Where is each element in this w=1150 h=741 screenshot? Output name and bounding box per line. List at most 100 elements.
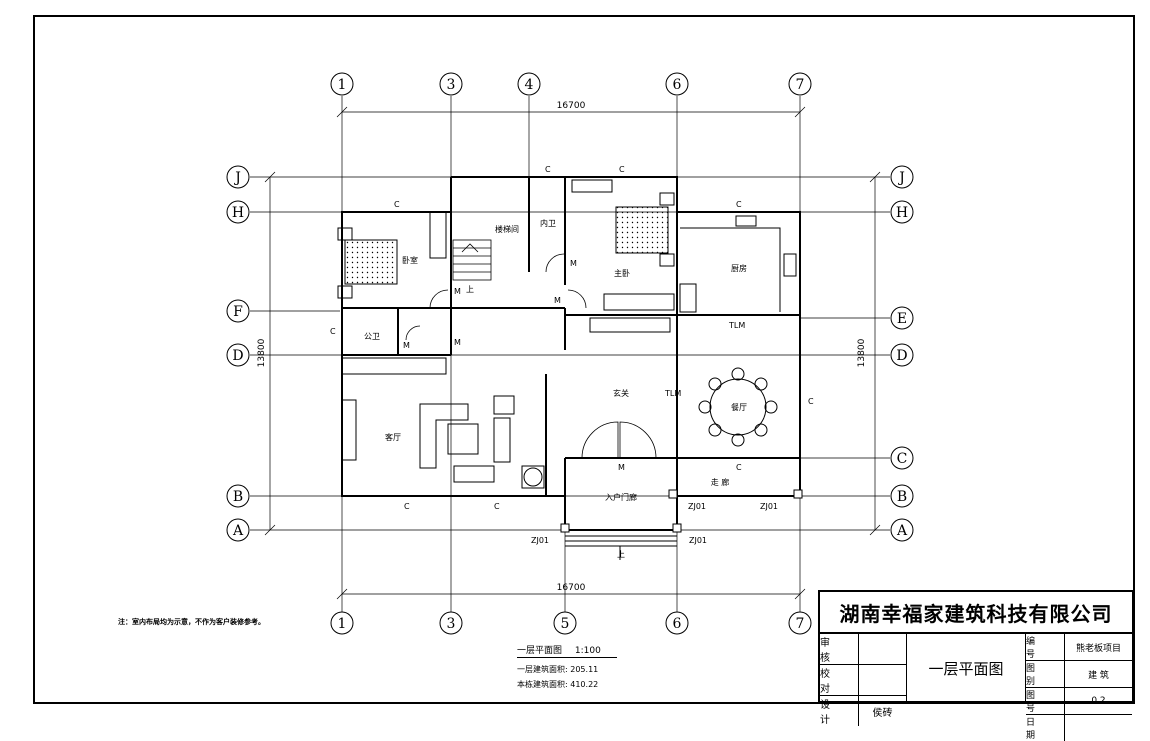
axis-left-A: A bbox=[232, 523, 244, 539]
axis-top-1-circle bbox=[330, 72, 354, 96]
axis-left-D: D bbox=[232, 348, 243, 364]
axis-bottom-5-circle bbox=[553, 611, 577, 635]
axis-top-7-circle bbox=[788, 72, 812, 96]
svg-text:M: M bbox=[403, 341, 410, 350]
marks: C C C C C C C C C M M M M M M TLM TLM ZJ… bbox=[330, 165, 814, 559]
axis-right-C-circle bbox=[890, 446, 914, 470]
axis-top-4: 4 bbox=[525, 77, 534, 93]
designer-name: 侯砖 bbox=[872, 707, 893, 719]
room-stairs: 楼梯间 bbox=[495, 224, 519, 234]
room-living: 客厅 bbox=[385, 432, 401, 442]
svg-text:C: C bbox=[394, 200, 400, 209]
room-entrance: 入户门廊 bbox=[605, 492, 637, 502]
room-bedroom: 卧室 bbox=[402, 255, 418, 265]
category-label: 图 别 bbox=[1026, 661, 1065, 687]
room-public-bath: 公卫 bbox=[364, 332, 380, 341]
caption-title: 一层平面图 bbox=[517, 646, 563, 656]
dim-left: 13800 bbox=[257, 338, 267, 367]
kitchen-counter bbox=[680, 227, 781, 312]
axis-left-D-circle bbox=[226, 343, 250, 367]
svg-text:C: C bbox=[619, 165, 625, 174]
area2-label: 本栋建筑面积: bbox=[517, 680, 568, 689]
svg-text:C: C bbox=[330, 327, 336, 336]
axis-right-D: D bbox=[896, 348, 907, 364]
axis-top-3: 3 bbox=[447, 77, 456, 93]
axis-right-H-circle bbox=[890, 200, 914, 224]
axis-left-J: J bbox=[233, 170, 241, 186]
wardrobe bbox=[429, 211, 447, 259]
svg-text:ZJ01: ZJ01 bbox=[531, 536, 549, 545]
svg-text:M: M bbox=[554, 296, 561, 305]
axis-bottom-3: 3 bbox=[447, 616, 456, 632]
area1-label: 一层建筑面积: bbox=[517, 665, 568, 674]
axis-top-3-circle bbox=[439, 72, 463, 96]
axis-left-J-circle bbox=[226, 165, 250, 189]
axis-right-D-circle bbox=[890, 343, 914, 367]
axis-left-A-circle bbox=[226, 518, 250, 542]
fridge bbox=[679, 283, 697, 313]
dim-bottom: 16700 bbox=[557, 583, 586, 593]
svg-text:C: C bbox=[494, 502, 500, 511]
axis-bottom-6: 6 bbox=[673, 616, 682, 632]
entrance-steps bbox=[565, 535, 677, 560]
plan-caption: 一层平面图 1:100 一层建筑面积: 205.11 本栋建筑面积: 410.2… bbox=[517, 643, 617, 690]
svg-text:ZJ01: ZJ01 bbox=[689, 536, 707, 545]
drawing-name: 一层平面图 bbox=[907, 634, 1026, 703]
svg-text:M: M bbox=[618, 463, 625, 472]
design-label: 设 计 bbox=[820, 696, 859, 726]
axis-top-7: 7 bbox=[796, 77, 805, 93]
axis-left-B: B bbox=[233, 489, 243, 505]
axis-right-E: E bbox=[897, 311, 907, 327]
room-master: 主卧 bbox=[614, 268, 630, 278]
svg-text:TLM: TLM bbox=[728, 321, 745, 330]
dim-right: 13800 bbox=[857, 338, 867, 367]
area2-value: 410.22 bbox=[570, 680, 599, 689]
company-name: 湖南幸福家建筑科技有限公司 bbox=[820, 592, 1132, 634]
svg-text:M: M bbox=[570, 259, 577, 268]
tv-unit bbox=[341, 399, 357, 461]
axis-bottom-7-circle bbox=[788, 611, 812, 635]
plan-note: 注：室内布局均为示意，不作为客户装修参考。 bbox=[118, 618, 265, 626]
kitchen-stove bbox=[783, 253, 797, 277]
room-corridor: 走 廊 bbox=[711, 477, 730, 487]
number-value: 熊老板项目 bbox=[1075, 643, 1121, 654]
svg-text:C: C bbox=[736, 200, 742, 209]
axis-bottom-6-circle bbox=[665, 611, 689, 635]
bed-master bbox=[571, 179, 675, 333]
svg-text:M: M bbox=[454, 287, 461, 296]
axis-right-A: A bbox=[896, 523, 908, 539]
room-foyer: 玄关 bbox=[613, 388, 629, 398]
doors bbox=[405, 253, 657, 459]
axis-top-6: 6 bbox=[673, 77, 682, 93]
axis-right-E-circle bbox=[890, 306, 914, 330]
axis-left-F-circle bbox=[226, 299, 250, 323]
axis-left-F: F bbox=[233, 304, 243, 320]
svg-text:TLM: TLM bbox=[664, 389, 681, 398]
walls bbox=[341, 176, 801, 531]
kitchen-sink bbox=[735, 215, 757, 227]
svg-text:ZJ01: ZJ01 bbox=[760, 502, 778, 511]
svg-text:C: C bbox=[404, 502, 410, 511]
room-dining: 餐厅 bbox=[731, 403, 747, 412]
drawing-frame bbox=[33, 15, 1135, 704]
cabinet bbox=[341, 357, 447, 375]
room-inner-bath: 内卫 bbox=[540, 218, 556, 228]
title-block: 湖南幸福家建筑科技有限公司 审 核 校 对 设 计侯砖 一层平面图 编 号熊老板… bbox=[818, 590, 1134, 741]
svg-text:上: 上 bbox=[466, 285, 474, 294]
area1-value: 205.11 bbox=[570, 665, 599, 674]
category-value: 建 筑 bbox=[1088, 670, 1109, 681]
columns bbox=[560, 489, 803, 533]
number-label: 编 号 bbox=[1026, 634, 1065, 660]
review-label: 审 核 bbox=[820, 634, 859, 664]
svg-text:C: C bbox=[736, 463, 742, 472]
dimension-lines bbox=[264, 106, 881, 600]
caption-scale: 1:100 bbox=[574, 646, 601, 656]
axis-right-J-circle bbox=[890, 165, 914, 189]
svg-text:ZJ01: ZJ01 bbox=[688, 502, 706, 511]
axis-right-B: B bbox=[897, 489, 907, 505]
dining-table bbox=[698, 367, 778, 447]
room-kitchen: 厨房 bbox=[731, 263, 747, 273]
axis-top-4-circle bbox=[517, 72, 541, 96]
svg-text:C: C bbox=[808, 397, 814, 406]
axis-right-H: H bbox=[896, 205, 908, 221]
